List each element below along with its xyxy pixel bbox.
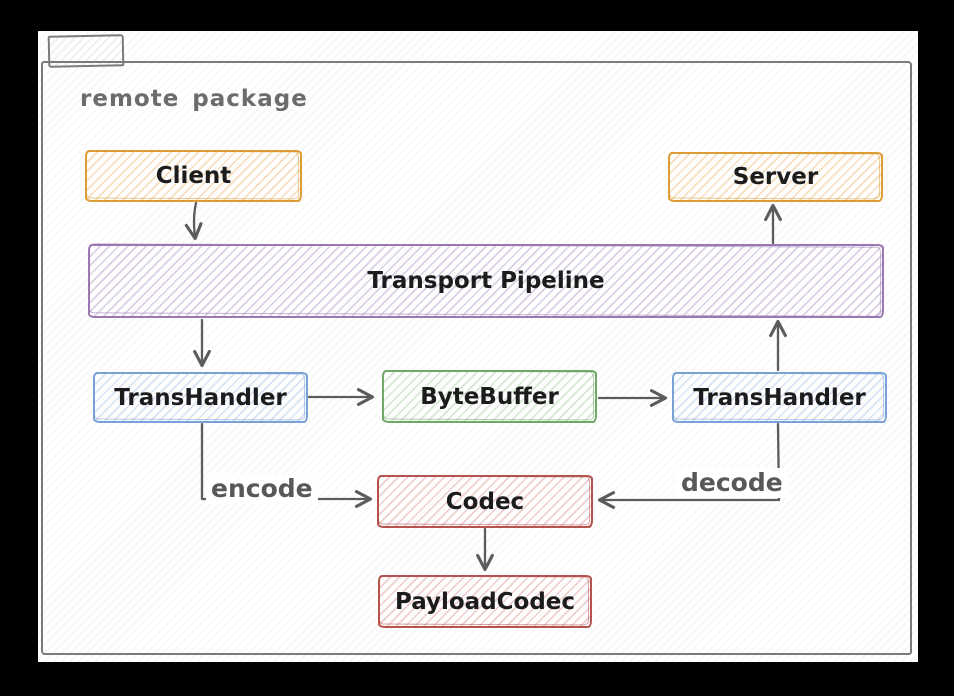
diagram-canvas: remote package Client [38,31,918,662]
node-transport-pipeline: Transport Pipeline [88,244,884,318]
node-payload-codec-label: PayloadCodec [394,588,576,615]
node-trans-handler-right-label: TransHandler [693,384,866,411]
node-codec-label: Codec [445,488,525,515]
edge-transright-decode-codec [597,422,781,509]
node-client: Client [85,150,302,202]
node-codec: Codec [377,475,593,528]
edge-label-decode: decode [676,468,788,498]
package-label: remote package [80,86,308,112]
node-trans-handler-left: TransHandler [93,372,308,423]
edge-label-encode: encode [206,474,318,504]
node-client-label: Client [155,163,232,189]
node-transport-pipeline-label: Transport Pipeline [367,268,605,294]
package-frame [41,61,912,655]
node-payload-codec: PayloadCodec [378,575,592,628]
node-trans-handler-right: TransHandler [672,372,887,423]
node-server-label: Server [732,164,819,190]
edge-client-to-pipeline [184,201,203,241]
node-byte-buffer: ByteBuffer [382,370,597,423]
node-server: Server [668,152,883,202]
node-byte-buffer-label: ByteBuffer [420,383,559,410]
edges-layer [184,201,787,572]
node-trans-handler-left-label: TransHandler [114,384,287,411]
